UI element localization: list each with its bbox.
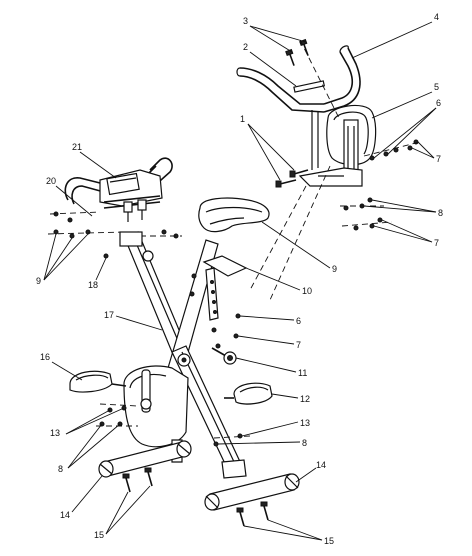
callout-13-left: 13 [50,428,60,438]
callout-21: 21 [72,142,82,152]
callout-15-right: 15 [324,536,334,546]
bolts-15 [122,467,269,527]
callout-15-left: 15 [94,530,104,540]
callout-6-upper: 6 [436,98,441,108]
callout-20: 20 [46,176,56,186]
backrest [298,104,377,187]
screws-left [53,211,179,259]
callout-numbers: 3 2 4 5 6 7 1 8 7 21 20 9 18 9 10 6 7 11… [36,12,443,546]
callout-17: 17 [104,310,114,320]
callout-7-right: 7 [434,238,439,248]
callout-3: 3 [243,16,248,26]
front-stabilizer [98,440,192,478]
callout-10: 10 [302,286,312,296]
frame [119,231,247,479]
seat-post [202,255,248,321]
washers-nuts-lower-right [343,197,383,231]
callout-7-mid: 7 [296,340,301,350]
rear-stabilizer [204,473,300,511]
washers-nuts-upper [369,139,419,161]
callout-12: 12 [300,394,310,404]
callout-14-right: 14 [316,460,326,470]
callout-4: 4 [434,12,439,22]
callout-14-left: 14 [60,510,70,520]
alignment-lines-left [47,211,182,237]
callout-5: 5 [434,82,439,92]
callout-16: 16 [40,352,50,362]
handlebar-assembly [236,45,361,170]
callout-8-bottom: 8 [302,438,307,448]
seat-fasteners [189,273,241,349]
part-1-screws [275,169,309,188]
callout-8-right: 8 [438,208,443,218]
callout-9-seat: 9 [332,264,337,274]
callout-6-mid: 6 [296,316,301,326]
console-and-front-handles [64,157,173,222]
callout-13-right: 13 [300,418,310,428]
leader-lines [43,21,437,541]
callout-11: 11 [298,368,307,378]
part-2-and-3-screws [285,38,326,93]
seat [198,197,270,233]
pedal-left [69,370,127,393]
callout-1: 1 [240,114,245,124]
callout-18: 18 [88,280,98,290]
adjustment-knob [211,347,237,365]
callout-7-upper: 7 [436,154,441,164]
callout-2: 2 [243,42,248,52]
callout-8-left: 8 [58,464,63,474]
alignment-lines-upper [249,39,421,301]
pedal-right [224,382,273,405]
callout-9-left: 9 [36,276,41,286]
